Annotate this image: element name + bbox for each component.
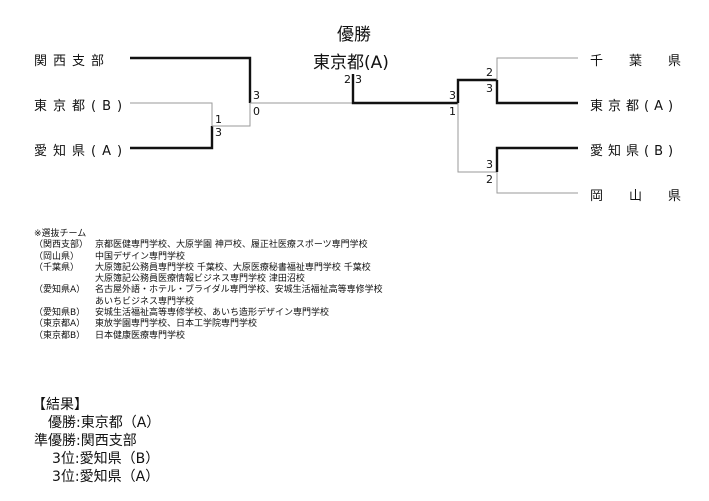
result-team: 東京都（A） (80, 415, 161, 431)
score-kansai-semi: 3 (253, 89, 260, 102)
result-third-1: 3位:愛知県（B） (34, 450, 160, 468)
result-team: 愛知県（B） (79, 451, 160, 467)
notes-team: （岡山県） (34, 251, 80, 262)
notes-team: （愛知県A） (34, 285, 86, 296)
result-label: 優勝: (48, 415, 81, 431)
notes-row-aichi-b: （愛知県B） 安城生活福祉高等専修学校、あいち造形デザイン専門学校 (34, 308, 383, 319)
notes-schools: 日本健康医療専門学校 (95, 330, 186, 341)
score-final-tokyo-a: 3 (355, 73, 362, 86)
notes-schools: 京都医健専門学校、大原学園 神戸校、履正社医療スポーツ専門学校 (95, 240, 368, 251)
results-section: 【結果】 優勝:東京都（A） 準優勝:関西支部 3位:愛知県（B） 3位:愛知県… (32, 396, 160, 486)
score-tokyo-b: 1 (215, 113, 222, 126)
score-tokyo-a-semi: 3 (449, 89, 456, 102)
champion-team: 東京都(A) (313, 53, 389, 73)
bracket-line-final-right (351, 74, 458, 105)
team-label-kansai: 関西支部 (34, 54, 111, 69)
champion-heading: 優勝 (337, 25, 371, 45)
team-label-tokyo-b: 東京都(B) (34, 99, 129, 114)
selection-team-notes: ※選抜チーム （関西支部） 京都医健専門学校、大原学園 神戸校、履正社医療スポー… (34, 229, 383, 342)
bracket-line-right-semi-bottom (457, 103, 497, 173)
notes-schools: 大原簿記公務員医療情報ビジネス専門学校 津田沼校 (95, 274, 305, 285)
score-chiba: 2 (486, 66, 493, 79)
notes-schools: 安城生活福祉高等専修学校、あいち造形デザイン専門学校 (95, 308, 330, 319)
score-tokyo-a: 3 (486, 82, 493, 95)
score-aichi-a-semi: 0 (253, 105, 260, 118)
notes-row-tokyo-b: （東京都B） 日本健康医療専門学校 (34, 331, 383, 342)
notes-row-kansai: （関西支部） 京都医健専門学校、大原学園 神戸校、履正社医療スポーツ専門学校 (34, 240, 383, 251)
bracket-line-kansai (130, 56, 252, 103)
team-label-aichi-a: 愛知県(A) (34, 144, 129, 159)
notes-row-tokyo-a: （東京都A） 東放学園専門学校、日本工学院専門学校 (34, 319, 383, 330)
score-final-kansai: 2 (344, 73, 351, 86)
bracket-line-left-match-winner (212, 103, 251, 127)
score-aichi-b: 3 (486, 158, 493, 171)
result-third-2: 3位:愛知県（A） (34, 468, 160, 486)
bracket-line-aichi-a (130, 126, 214, 150)
result-champion: 優勝:東京都（A） (34, 414, 160, 432)
notes-team: （東京都B） (34, 330, 86, 341)
result-team: 関西支部 (80, 433, 137, 449)
notes-team: （愛知県B） (34, 308, 86, 319)
notes-team: （東京都A） (34, 319, 86, 330)
result-label: 準優勝: (34, 433, 81, 449)
team-label-okayama: 岡山県 (590, 189, 708, 204)
bracket-line-tokyo-a (495, 80, 578, 105)
notes-schools: 大原簿記公務員専門学校 千葉校、大原医療秘書福祉専門学校 千葉校 (95, 262, 371, 273)
bracket-line-right-semi-top (456, 78, 497, 103)
result-label: 3位: (52, 469, 80, 485)
notes-row-aichi-a: （愛知県A） 名古屋外語・ホテル・ブライダル専門学校、安城生活福祉高等専修学校 … (34, 285, 383, 308)
team-label-chiba: 千葉県 (590, 54, 708, 69)
notes-heading: ※選抜チーム (34, 229, 87, 239)
score-aichi-a: 3 (215, 126, 222, 139)
score-aichi-b-semi: 1 (449, 105, 456, 118)
result-team: 愛知県（A） (79, 469, 160, 485)
notes-row-okayama: （岡山県） 中国デザイン専門学校 (34, 252, 383, 263)
notes-team: （関西支部） (34, 240, 89, 251)
bracket-line-tokyo-b (130, 102, 213, 126)
team-label-tokyo-a: 東京都(A) (590, 99, 679, 114)
notes-schools: あいちビジネス専門学校 (95, 296, 195, 307)
team-label-aichi-b: 愛知県(B) (590, 144, 679, 159)
bracket-line-final-left (250, 74, 354, 104)
bracket-line-aichi-b (495, 146, 578, 172)
result-label: 3位: (52, 451, 80, 467)
notes-schools: 東放学園専門学校、日本工学院専門学校 (95, 319, 258, 330)
notes-schools: 名古屋外語・ホテル・ブライダル専門学校、安城生活福祉高等専修学校 (95, 285, 383, 296)
notes-row-chiba: （千葉県） 大原簿記公務員専門学校 千葉校、大原医療秘書福祉専門学校 千葉校 大… (34, 263, 383, 286)
notes-team: （千葉県） (34, 262, 80, 273)
score-okayama: 2 (486, 173, 493, 186)
bracket-line-chiba (496, 57, 578, 80)
notes-schools: 中国デザイン専門学校 (95, 251, 186, 262)
bracket-line-okayama (496, 172, 578, 194)
result-runner-up: 準優勝:関西支部 (34, 432, 160, 450)
results-heading: 【結果】 (32, 397, 88, 413)
tournament-bracket (130, 56, 578, 194)
